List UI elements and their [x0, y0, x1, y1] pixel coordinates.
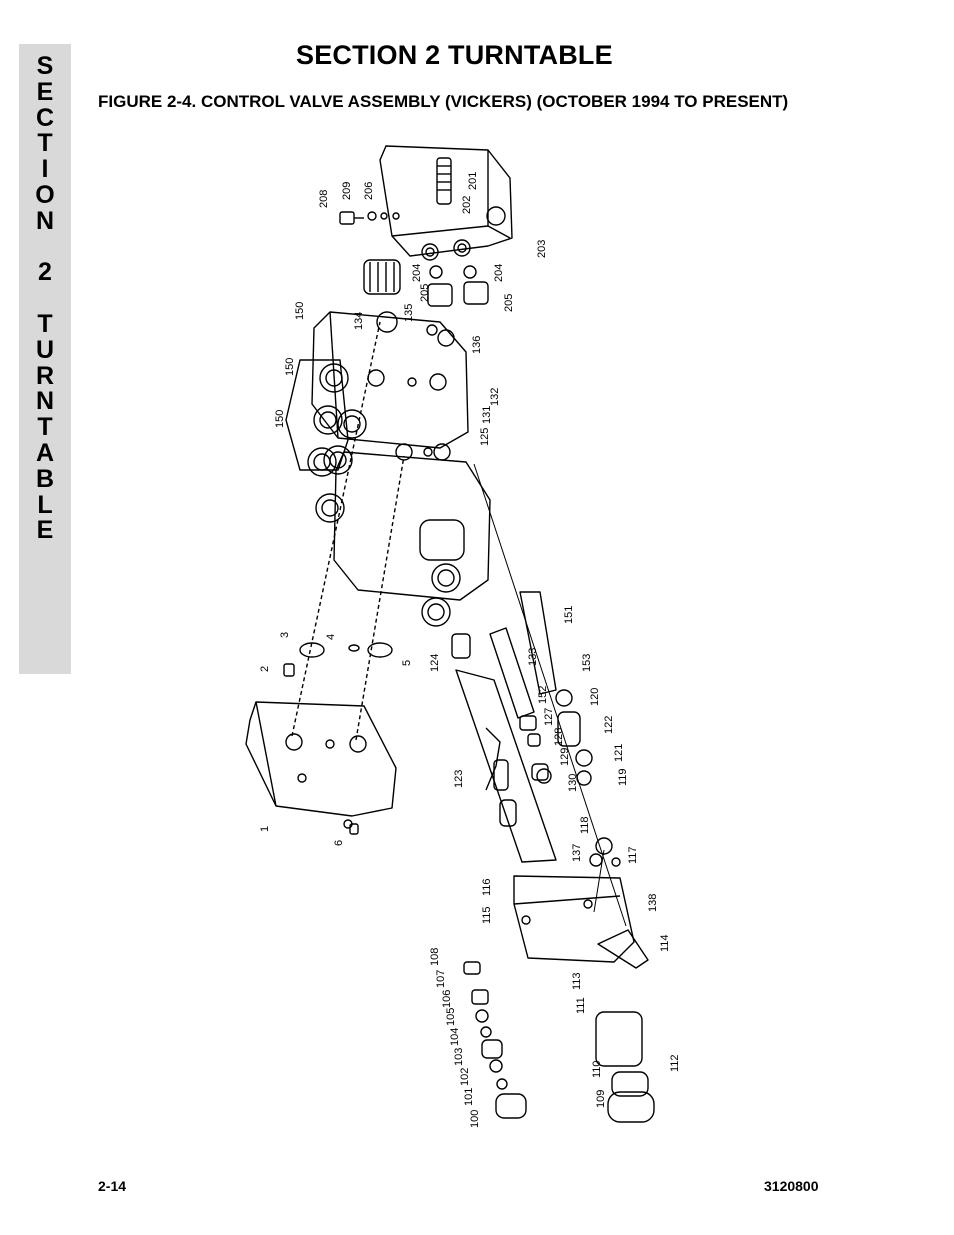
callout-110: 110	[591, 1060, 603, 1078]
callout-128: 128	[553, 728, 565, 746]
callout-204a: 204	[411, 264, 423, 282]
callout-2: 2	[259, 666, 271, 672]
callout-102: 102	[459, 1068, 471, 1086]
callout-116: 116	[481, 878, 493, 896]
callout-115: 115	[481, 906, 493, 924]
callout-labels: 208 209 206 202 201 203 204 205 204 205 …	[259, 172, 681, 1128]
callout-134: 134	[353, 312, 365, 330]
callout-1: 1	[259, 826, 271, 832]
callout-108: 108	[429, 948, 441, 966]
callout-138: 138	[647, 894, 659, 912]
callout-124: 124	[429, 654, 441, 672]
callout-5: 5	[401, 660, 413, 666]
callout-109: 109	[595, 1090, 607, 1108]
callout-137: 137	[571, 844, 583, 862]
callout-4: 4	[325, 634, 337, 640]
callout-132: 132	[489, 388, 501, 406]
callout-136: 136	[471, 336, 483, 354]
callout-206: 206	[363, 182, 375, 200]
callout-125: 125	[479, 428, 491, 446]
callout-114: 114	[659, 934, 671, 952]
callout-118: 118	[579, 816, 591, 834]
callout-150b: 150	[284, 358, 296, 376]
callout-122: 122	[603, 716, 615, 734]
callout-113: 113	[571, 972, 583, 990]
callout-105: 105	[445, 1008, 457, 1026]
callout-101: 101	[463, 1088, 475, 1106]
callout-209: 209	[341, 182, 353, 200]
callout-129: 129	[559, 748, 571, 766]
callout-204b: 204	[493, 264, 505, 282]
callout-117: 117	[627, 846, 639, 864]
callout-150c: 150	[274, 410, 286, 428]
callout-153: 153	[581, 654, 593, 672]
callout-203: 203	[536, 240, 548, 258]
callout-6: 6	[333, 840, 345, 846]
callout-201: 201	[467, 172, 479, 190]
figure-title: FIGURE 2-4. CONTROL VALVE ASSEMBLY (VICK…	[98, 92, 789, 111]
section-side-tab: S E C T I O N 2 T U R N T A B L E	[19, 44, 71, 674]
callout-205a: 205	[419, 284, 431, 302]
callout-121: 121	[613, 744, 625, 762]
page-number: 2-14	[98, 1178, 127, 1194]
callout-205b: 205	[503, 294, 515, 312]
section-title: SECTION 2 TURNTABLE	[296, 40, 613, 70]
callout-103: 103	[453, 1048, 465, 1066]
callout-131: 131	[481, 406, 493, 424]
callout-150a: 150	[294, 302, 306, 320]
callout-152: 152	[537, 686, 549, 704]
callout-104: 104	[449, 1028, 461, 1046]
callout-100: 100	[469, 1110, 481, 1128]
side-tab-letters: S E C T I O N 2 T U R N T A B L E	[35, 52, 55, 545]
callout-112: 112	[669, 1054, 681, 1072]
manual-number: 3120800	[764, 1178, 819, 1194]
callout-151: 151	[563, 606, 575, 624]
callout-107: 107	[435, 970, 447, 988]
callout-111: 111	[575, 997, 587, 1014]
callout-127: 127	[543, 708, 555, 726]
callout-208: 208	[318, 190, 330, 208]
callout-106: 106	[441, 990, 453, 1008]
callout-133: 133	[527, 648, 539, 666]
callout-120: 120	[589, 688, 601, 706]
callout-119: 119	[617, 768, 629, 786]
callout-135: 135	[403, 304, 415, 322]
callout-123: 123	[453, 770, 465, 788]
callout-130: 130	[567, 774, 579, 792]
callout-3: 3	[279, 632, 291, 638]
callout-202: 202	[461, 196, 473, 214]
